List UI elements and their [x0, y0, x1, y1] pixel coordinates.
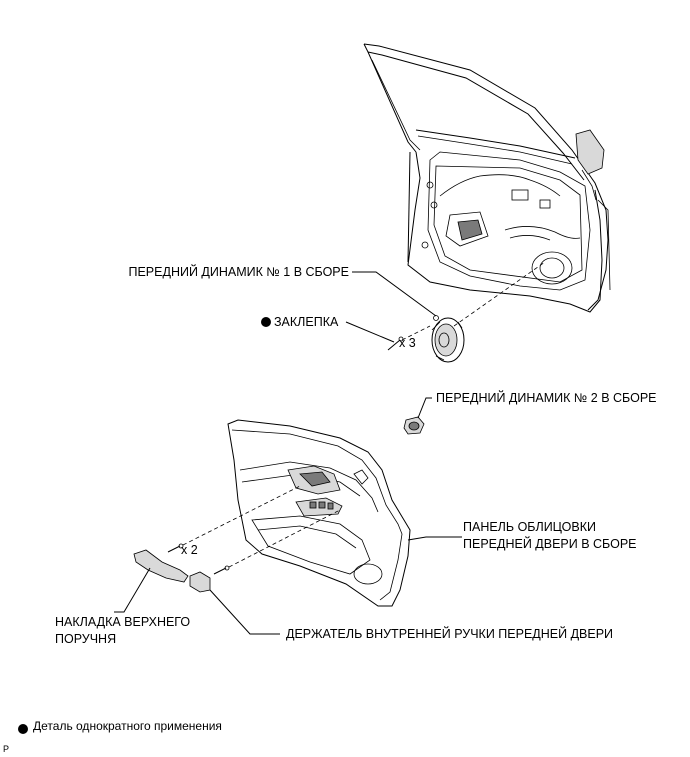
corner-mark: P: [3, 744, 9, 754]
leader-lines: [114, 271, 462, 635]
label-rivet: ЗАКЛЕПКА: [274, 315, 339, 329]
assembly-lines: [182, 261, 546, 568]
door-trim-panel: [227, 419, 411, 607]
label-armrest-line2: ПОРУЧНЯ: [55, 632, 116, 646]
label-inner-handle-holder: ДЕРЖАТЕЛЬ ВНУТРЕННЕЙ РУЧКИ ПЕРЕДНЕЙ ДВЕР…: [286, 626, 613, 641]
label-front-speaker-1: ПЕРЕДНИЙ ДИНАМИК № 1 В СБОРЕ: [128, 264, 349, 279]
screws: [167, 543, 230, 575]
non-reusable-icon: [261, 317, 271, 327]
inner-handle-holder: [189, 571, 211, 593]
label-front-speaker-2: ПЕРЕДНИЙ ДИНАМИК № 2 В СБОРЕ: [436, 390, 657, 405]
label-door-trim-line1: ПАНЕЛЬ ОБЛИЦОВКИ: [463, 520, 596, 534]
label-rivet-count: x 3: [399, 336, 416, 350]
armrest-upper-cover: [133, 549, 189, 583]
filled-circle-icon: [18, 724, 28, 734]
label-armrest-line1: НАКЛАДКА ВЕРХНЕГО: [55, 615, 190, 629]
label-door-trim-line2: ПЕРЕДНЕЙ ДВЕРИ В СБОРЕ: [463, 536, 637, 551]
legend-text: Деталь однократного применения: [33, 719, 222, 733]
label-screw-count: x 2: [181, 543, 198, 557]
front-door-frame: [363, 43, 611, 313]
front-speaker-2: [403, 416, 425, 435]
rivets: [387, 336, 404, 351]
legend: Деталь однократного применения: [18, 719, 222, 734]
front-speaker-1: [431, 315, 465, 363]
